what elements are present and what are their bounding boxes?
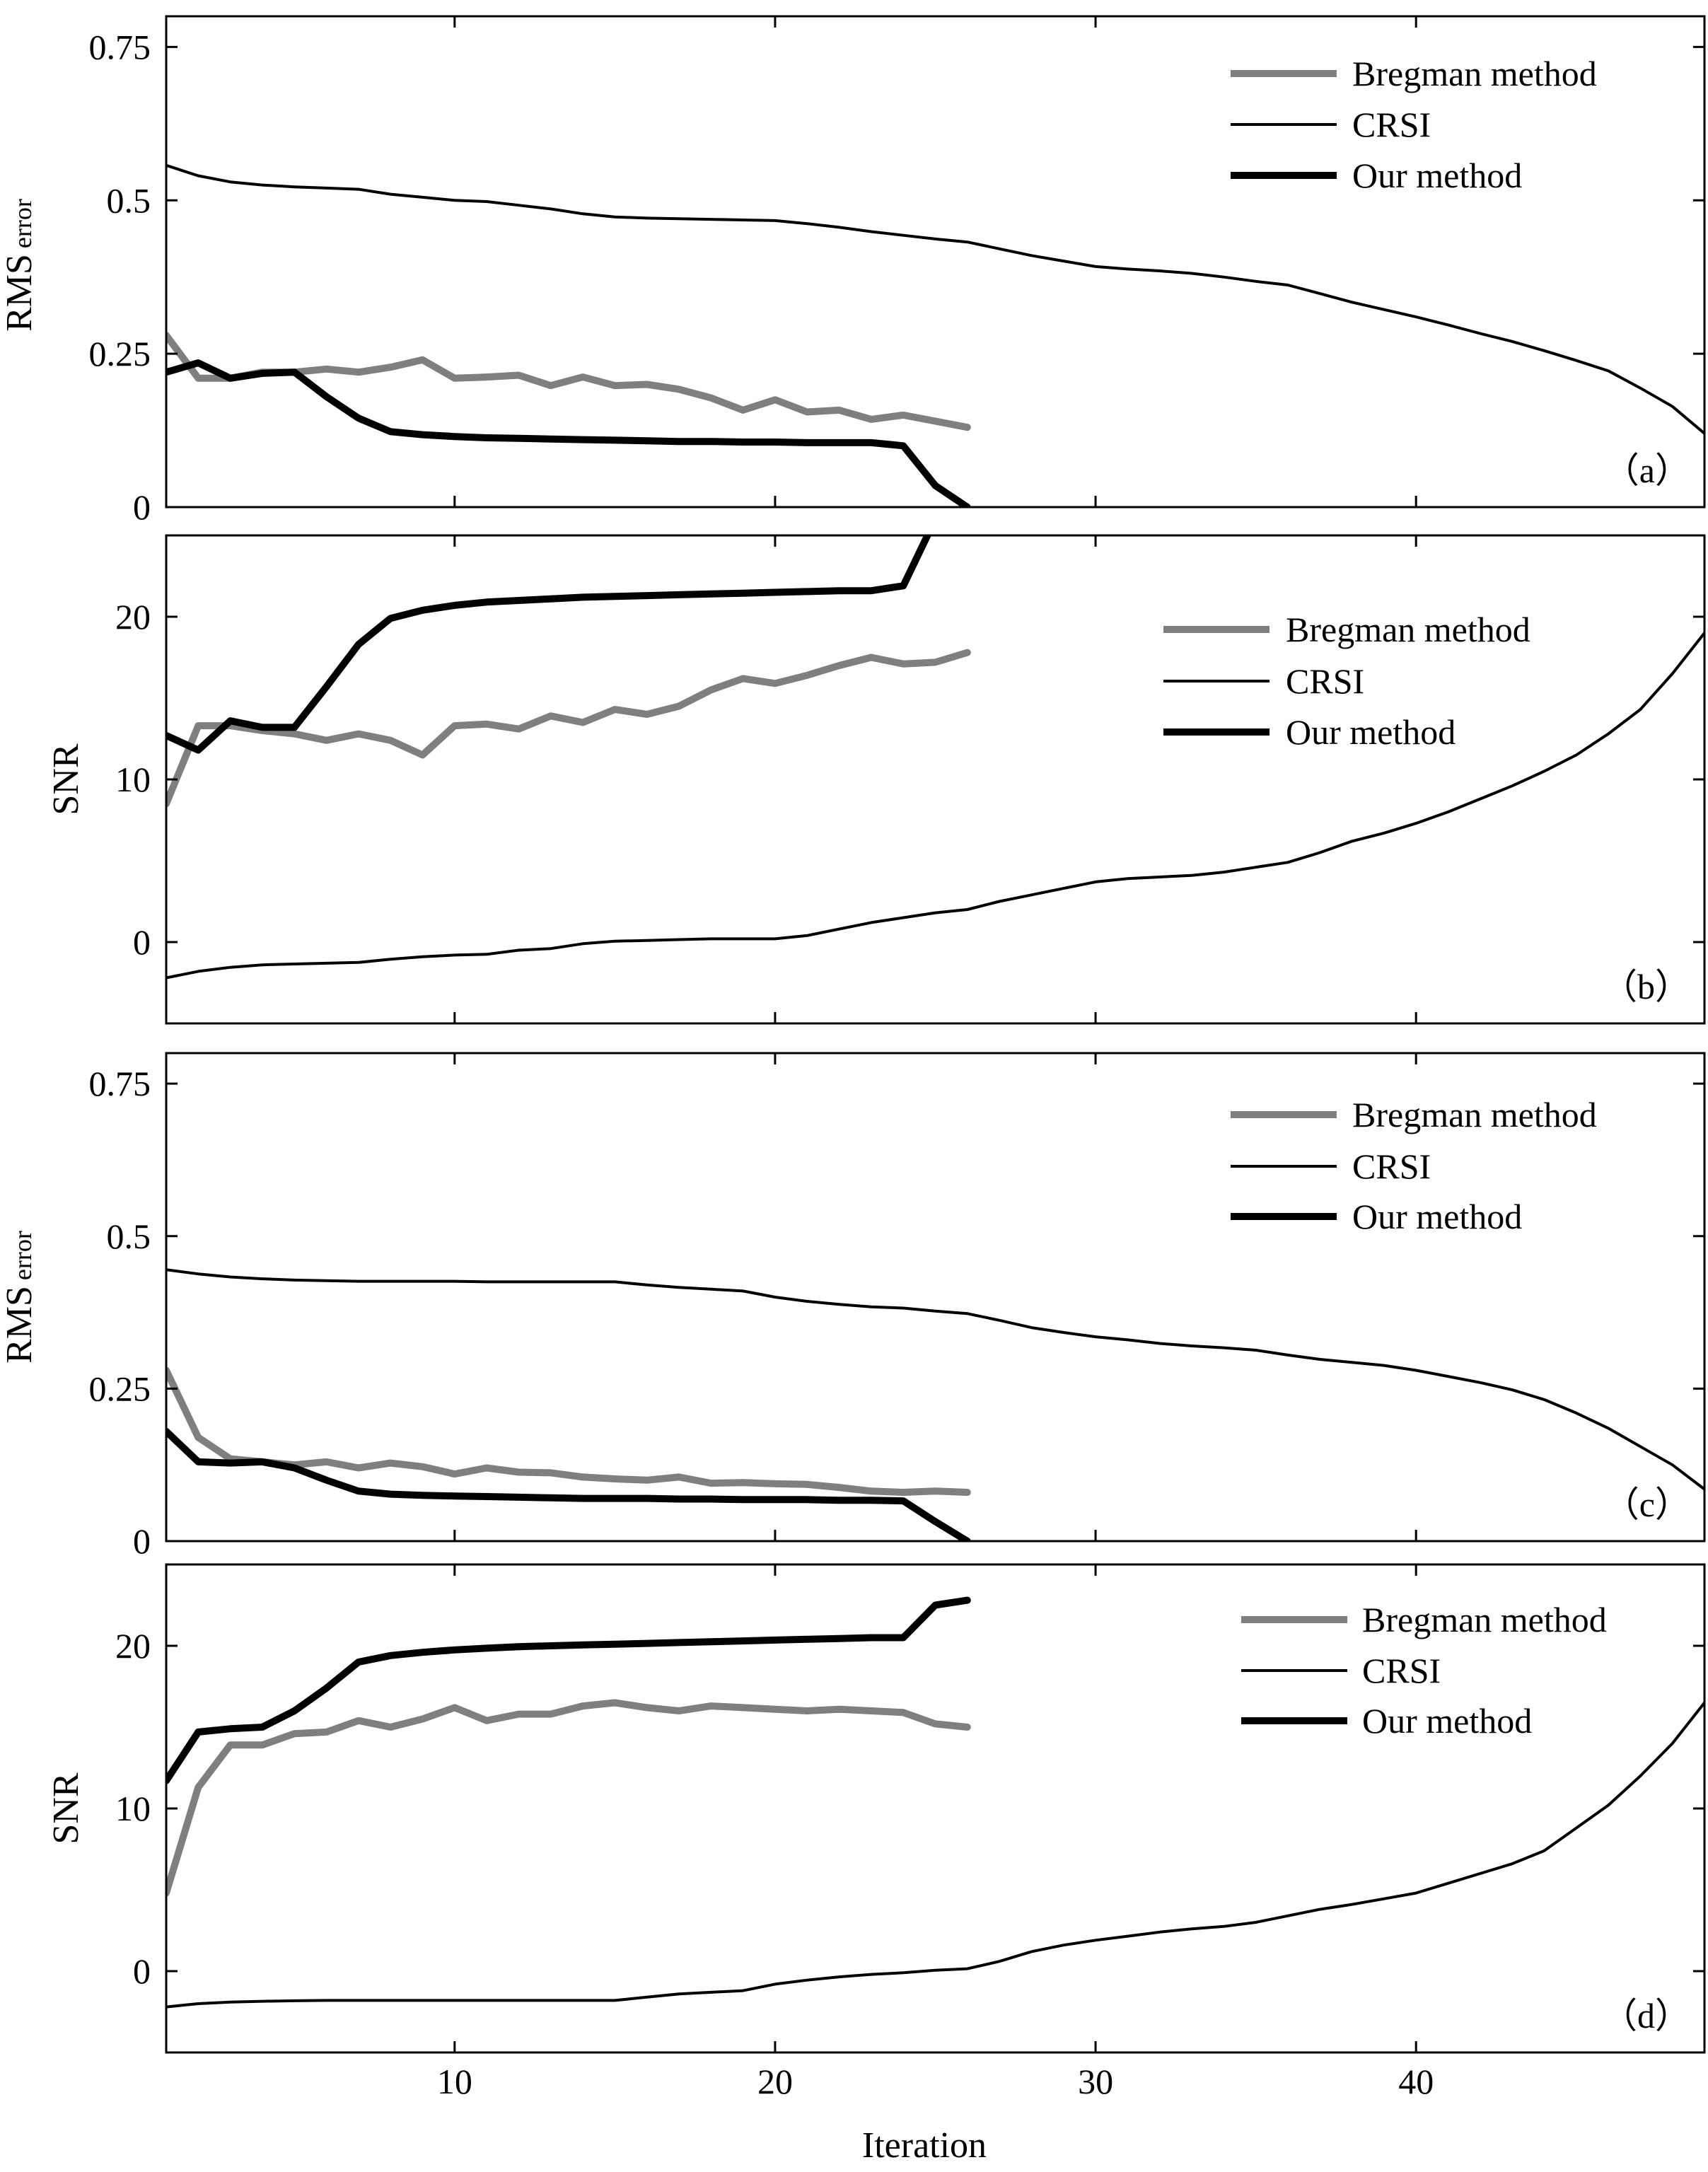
panel-d-legend-label-1: CRSI bbox=[1362, 1651, 1441, 1690]
panel-b-ylabel: SNR bbox=[46, 743, 86, 815]
panel-b-ytick-label-20: 20 bbox=[115, 597, 151, 637]
panel-d-ytick-label-0: 0 bbox=[133, 1951, 151, 1991]
panel-c-series-bregman-method-line bbox=[166, 1366, 971, 1496]
panel-a-series-crsi-line bbox=[166, 163, 1704, 435]
panel-b-series-group bbox=[166, 535, 1704, 980]
panel-d-ylabel-main: SNR bbox=[46, 1772, 86, 1844]
panel-d-ytick-label-10: 10 bbox=[115, 1789, 151, 1828]
x-axis-label: Iteration bbox=[862, 2125, 987, 2166]
panel-a-legend-label-1: CRSI bbox=[1352, 105, 1431, 144]
panel-d: SNR （d） Iteration 10 20 30 40 0 10 20 Bregman m… bbox=[46, 1563, 1706, 2166]
panel-d-series-group bbox=[166, 1596, 1704, 2009]
panel-d-legend-label-0: Bregman method bbox=[1362, 1600, 1607, 1639]
panel-d-label: （d） bbox=[1602, 1996, 1690, 2035]
panel-a-ytick-label-0: 0 bbox=[133, 487, 151, 527]
panel-c-ylabel: RMS error bbox=[0, 1231, 40, 1364]
panel-d-xtick-label-30: 30 bbox=[1078, 2062, 1113, 2101]
panel-a-axes-frame bbox=[165, 15, 1706, 509]
panel-c-legend-label-0: Bregman method bbox=[1352, 1095, 1597, 1134]
panel-c-legend-label-1: CRSI bbox=[1352, 1146, 1431, 1186]
panel-c-ytick-label-0.75: 0.75 bbox=[89, 1064, 151, 1103]
panel-b-axes-frame bbox=[165, 534, 1706, 1025]
panel-d-xtick-label-20: 20 bbox=[757, 2062, 793, 2101]
panel-c-legend-label-2: Our method bbox=[1352, 1197, 1522, 1236]
panel-d-series-crsi-line bbox=[166, 1701, 1704, 2009]
panel-a-ylabel-sub: error bbox=[8, 199, 37, 248]
panel-a-legend-label-0: Bregman method bbox=[1352, 54, 1597, 93]
panel-a-ylabel: RMS error bbox=[0, 199, 40, 332]
panel-a-ylabel-main: RMS bbox=[0, 254, 40, 332]
panel-d-xtick-label-40: 40 bbox=[1398, 2062, 1434, 2101]
panel-d-series-bregman-method-line bbox=[166, 1699, 971, 1897]
panel-b-series-crsi-line bbox=[166, 632, 1704, 980]
panel-a-ytick-label-0.5: 0.5 bbox=[107, 180, 151, 220]
panel-c-ylabel-sub: error bbox=[8, 1231, 37, 1280]
panel-d-xtick-label-10: 10 bbox=[437, 2062, 472, 2101]
panel-b-series-our-method-line bbox=[166, 535, 931, 754]
panel-a-legend-label-2: Our method bbox=[1352, 156, 1522, 195]
panel-c-axes-frame bbox=[165, 1052, 1706, 1543]
panel-b-ytick-label-0: 0 bbox=[133, 922, 151, 962]
panel-d-legend-label-2: Our method bbox=[1362, 1701, 1532, 1741]
panel-a-series-bregman-method-line bbox=[166, 332, 971, 431]
panel-b-label: （b） bbox=[1602, 967, 1690, 1006]
panel-b-ytick-label-10: 10 bbox=[115, 760, 151, 799]
panel-c-ytick-label-0.25: 0.25 bbox=[89, 1369, 151, 1408]
panel-c-series-crsi-line bbox=[166, 1268, 1704, 1491]
panel-c-label: （c） bbox=[1604, 1485, 1690, 1524]
panel-c-ytick-label-0: 0 bbox=[133, 1521, 151, 1561]
panel-a-ytick-label-0.25: 0.25 bbox=[89, 334, 151, 373]
panel-c-ylabel-main: RMS bbox=[0, 1286, 40, 1364]
panel-b-legend-label-0: Bregman method bbox=[1286, 610, 1530, 649]
panel-c-series-our-method-line bbox=[166, 1427, 971, 1541]
panel-d-ylabel: SNR bbox=[46, 1772, 86, 1844]
panel-b-series-bregman-method-line bbox=[166, 649, 971, 808]
panel-a-ytick-label-0.75: 0.75 bbox=[89, 27, 151, 66]
panel-b-ylabel-main: SNR bbox=[46, 743, 86, 815]
panel-c-series-group bbox=[166, 1268, 1704, 1541]
panel-b-legend-label-1: CRSI bbox=[1286, 661, 1364, 701]
panel-b-legend-label-2: Our method bbox=[1286, 712, 1456, 752]
panel-a-series-our-method-line bbox=[166, 359, 971, 507]
panel-a-series-group bbox=[166, 163, 1704, 507]
panel-a-label: （a） bbox=[1604, 451, 1690, 490]
panel-c-ytick-label-0.5: 0.5 bbox=[107, 1216, 151, 1256]
panel-d-series-our-method-line bbox=[166, 1596, 971, 1784]
panel-d-ytick-label-20: 20 bbox=[115, 1626, 151, 1666]
